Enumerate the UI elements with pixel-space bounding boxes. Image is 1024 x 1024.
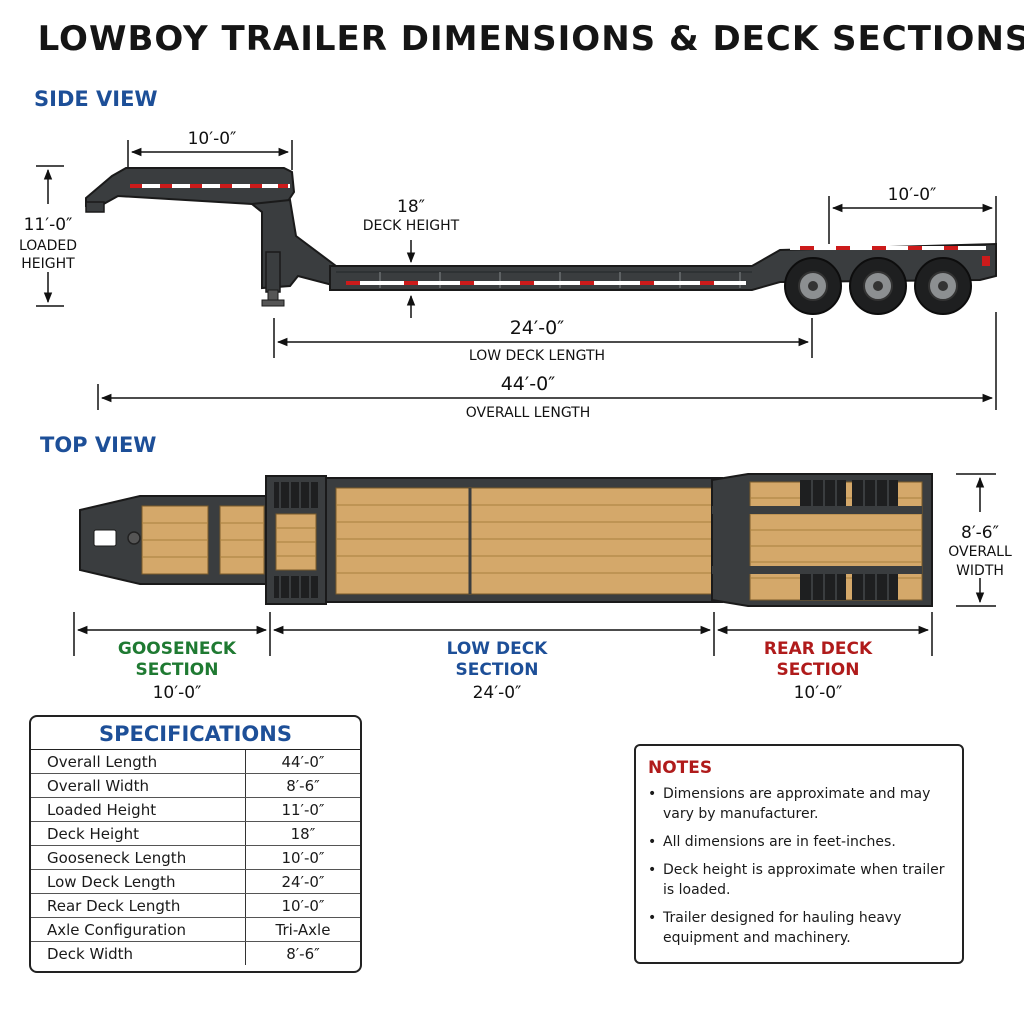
- spec-value: Tri-Axle: [245, 917, 360, 942]
- deck-height-dimension: 18″ DECK HEIGHT: [363, 197, 460, 318]
- rear-deck-section-length: 10′-0″: [794, 683, 843, 703]
- table-row: Deck Width 8′-6″: [31, 941, 360, 965]
- spec-value: 11′-0″: [245, 797, 360, 822]
- rear-deck-section-name-2: SECTION: [777, 660, 860, 680]
- spec-label: Overall Length: [31, 750, 246, 774]
- low-deck-length-label: LOW DECK LENGTH: [469, 348, 605, 364]
- low-deck-section-name-1: LOW DECK: [447, 639, 549, 659]
- overall-length-label: OVERALL LENGTH: [466, 405, 591, 421]
- gooseneck-top-dimension: 10′-0″: [127, 129, 293, 170]
- spec-value: 18″: [245, 821, 360, 846]
- notes-panel: NOTES Dimensions are approximate and may…: [634, 744, 964, 964]
- spec-value: 44′-0″: [245, 750, 360, 774]
- overall-width-value: 8′-6″: [961, 523, 999, 543]
- side-view-heading: SIDE VIEW: [34, 87, 158, 111]
- notes-list: Dimensions are approximate and may vary …: [648, 784, 952, 948]
- spec-value: 24′-0″: [245, 869, 360, 894]
- rear-length: 10′-0″: [888, 185, 937, 205]
- loaded-height-dimension: 11′-0″ LOADED HEIGHT: [19, 165, 77, 307]
- gooseneck-section-name-2: SECTION: [136, 660, 219, 680]
- spec-value: 10′-0″: [245, 893, 360, 918]
- trailer-side-profile: [85, 167, 997, 315]
- deck-height-label: DECK HEIGHT: [363, 218, 460, 234]
- low-deck-section-length: 24′-0″: [473, 683, 522, 703]
- specifications-heading: SPECIFICATIONS: [31, 717, 360, 750]
- spec-label: Deck Width: [31, 941, 246, 965]
- spec-value: 8′-6″: [245, 773, 360, 798]
- trailer-top-profile: [79, 473, 933, 607]
- rear-top-dimension: 10′-0″: [828, 185, 997, 244]
- overall-length-value: 44′-0″: [501, 373, 556, 395]
- list-item: All dimensions are in feet-inches.: [648, 832, 952, 852]
- axle-wheels: [784, 257, 972, 315]
- top-view-heading: TOP VIEW: [40, 433, 156, 457]
- list-item: Trailer designed for hauling heavy equip…: [648, 908, 952, 948]
- page-title: LOWBOY TRAILER DIMENSIONS & DECK SECTION…: [38, 19, 1024, 59]
- overall-width-dimension: 8′-6″ OVERALL WIDTH: [948, 473, 1012, 607]
- overall-width-label-2: WIDTH: [956, 563, 1004, 579]
- spec-label: Overall Width: [31, 773, 246, 798]
- spec-value: 10′-0″: [245, 845, 360, 870]
- section-dimensions: [73, 612, 933, 656]
- rear-deck-section-name-1: REAR DECK: [764, 639, 873, 659]
- spec-label: Rear Deck Length: [31, 893, 246, 918]
- list-item: Deck height is approximate when trailer …: [648, 860, 952, 900]
- low-deck-length-value: 24′-0″: [510, 317, 565, 339]
- spec-label: Loaded Height: [31, 797, 246, 822]
- gooseneck-section-name-1: GOOSENECK: [118, 639, 237, 659]
- gooseneck-top-length: 10′-0″: [188, 129, 237, 149]
- spec-label: Low Deck Length: [31, 869, 246, 894]
- deck-height-value: 18″: [397, 197, 425, 217]
- gooseneck-section-length: 10′-0″: [153, 683, 202, 703]
- rear-deck-section-label: REAR DECK SECTION 10′-0″: [764, 639, 873, 703]
- low-deck-length-dimension: 24′-0″ LOW DECK LENGTH: [273, 317, 813, 364]
- spec-label: Deck Height: [31, 821, 246, 846]
- spec-label: Gooseneck Length: [31, 845, 246, 870]
- loaded-height-label-1: LOADED: [19, 238, 77, 254]
- spec-label: Axle Configuration: [31, 917, 246, 942]
- gooseneck-section-label: GOOSENECK SECTION 10′-0″: [118, 639, 237, 703]
- list-item: Dimensions are approximate and may vary …: [648, 784, 952, 824]
- notes-heading: NOTES: [648, 758, 713, 778]
- overall-width-label-1: OVERALL: [948, 544, 1012, 560]
- spec-value: 8′-6″: [286, 944, 320, 963]
- low-deck-section-name-2: SECTION: [456, 660, 539, 680]
- loaded-height-label-2: HEIGHT: [21, 256, 75, 272]
- overall-length-dimension: 44′-0″ OVERALL LENGTH: [97, 312, 997, 421]
- loaded-height-value: 11′-0″: [24, 215, 73, 235]
- low-deck-section-label: LOW DECK SECTION 24′-0″: [447, 639, 549, 703]
